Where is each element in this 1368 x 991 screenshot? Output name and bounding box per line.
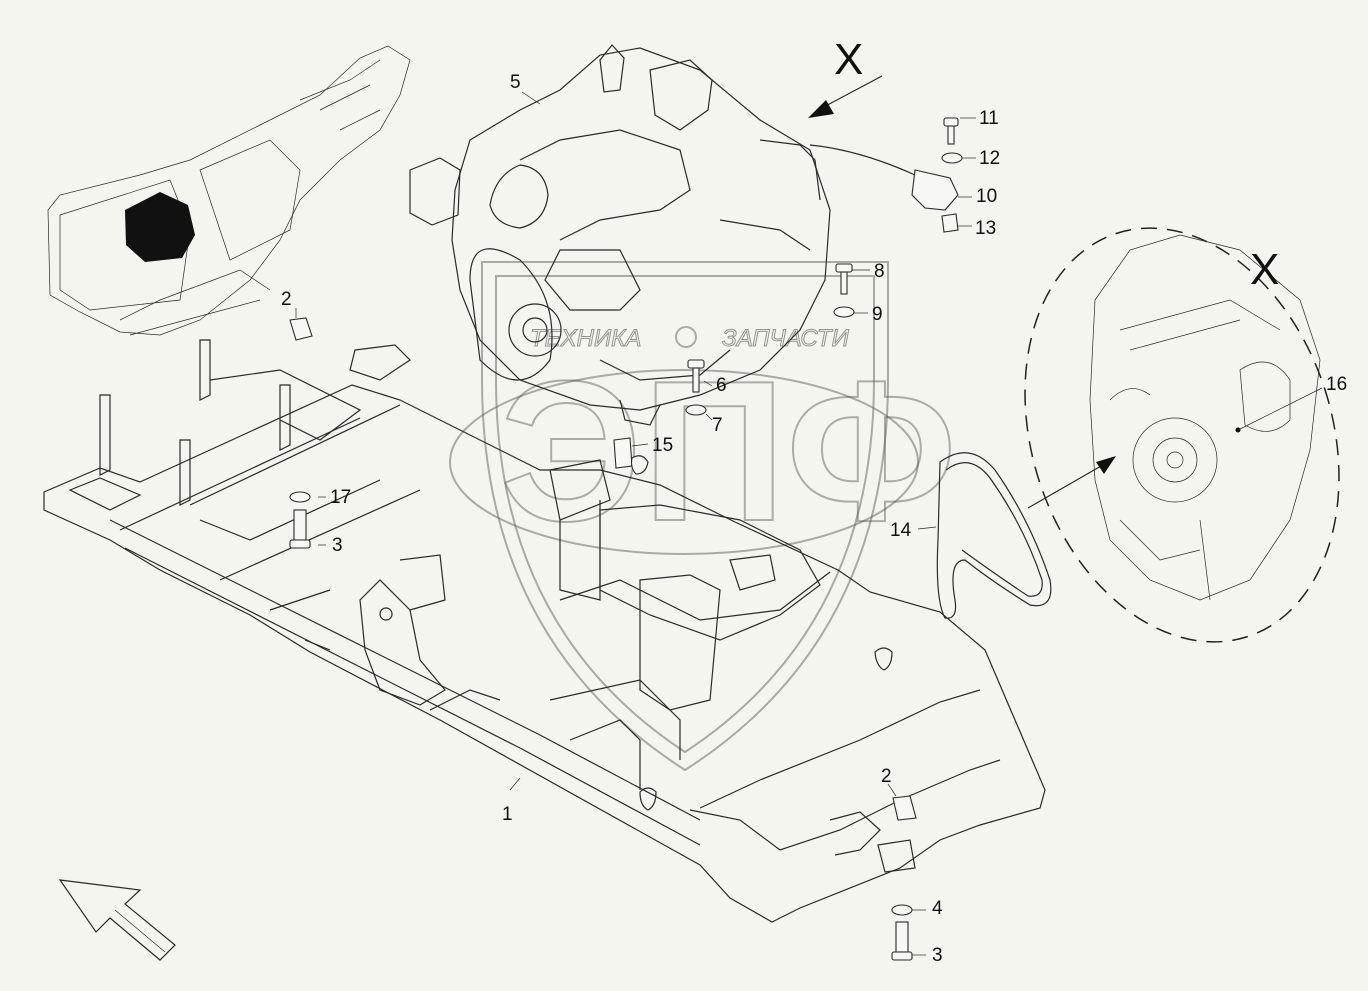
callout-4: 4	[932, 898, 943, 919]
callout-labels: 1 2 2 3 3 4 5 6 7 8 9 10 11 12 13 14 15 …	[281, 35, 1347, 966]
part-15-clip	[630, 455, 649, 475]
callout-9: 9	[872, 304, 883, 325]
callout-10: 10	[976, 186, 997, 207]
part-10-bracket	[911, 169, 959, 211]
watermark-left-text: ТЕХНИКА	[530, 325, 641, 352]
callout-15: 15	[652, 435, 673, 456]
main-frame	[43, 339, 1046, 923]
callout-13: 13	[975, 218, 996, 239]
callout-8: 8	[874, 261, 885, 282]
callout-12: 12	[979, 148, 1000, 169]
callout-14: 14	[890, 520, 912, 541]
part-6-bolt-shank	[692, 367, 700, 393]
callout-17: 17	[330, 487, 351, 508]
watermark-right-text: ЗАПЧАСТИ	[722, 325, 850, 352]
drive-belt	[936, 452, 1052, 619]
part-11-bolt-shank	[947, 125, 955, 145]
part-7-washer	[685, 404, 707, 416]
leader-lines	[295, 91, 1323, 956]
engine-assembly	[409, 44, 959, 426]
watermark: ЭПФ ТЕХНИКА ЗАПЧАСТИ	[449, 261, 958, 772]
part-8-bolt-head	[835, 263, 853, 273]
callout-3-bottom: 3	[932, 945, 943, 966]
part-13-nut	[941, 213, 959, 233]
part-3-bolt-bottom-head	[891, 951, 913, 961]
callout-3-top: 3	[332, 535, 343, 556]
part-8-bolt-shank	[840, 271, 848, 295]
gear-icon	[675, 326, 697, 348]
callout-2-top: 2	[281, 289, 292, 310]
callout-5: 5	[510, 72, 521, 93]
part-12-washer	[941, 152, 963, 164]
arrow-head-icon	[808, 100, 834, 118]
part-9-washer	[833, 306, 855, 318]
part-11-bolt-head	[943, 117, 959, 127]
detail-mark-x: X	[1250, 245, 1279, 294]
callout-1: 1	[502, 804, 513, 825]
detail-view-x	[1024, 227, 1340, 643]
callout-6: 6	[716, 375, 727, 396]
watermark-logo: ЭПФ	[500, 340, 957, 563]
part-2-mount-bottom	[892, 795, 917, 821]
callout-11: 11	[979, 108, 999, 129]
orientation-arrow-icon	[58, 879, 176, 961]
view-mark-x: X	[834, 35, 863, 84]
part-4-washer	[891, 904, 913, 916]
callout-16: 16	[1326, 374, 1347, 395]
part-6-bolt-head	[687, 359, 705, 369]
part-2-mount-top	[289, 317, 313, 341]
arrow-head-icon	[1096, 456, 1116, 474]
machine-locator-thumbnail	[47, 45, 411, 336]
callout-2-bottom: 2	[881, 766, 892, 787]
view-arrows	[58, 75, 1116, 961]
part-17-washer	[289, 491, 311, 503]
part-3-bolt-top	[293, 509, 307, 541]
part-15-fitting	[613, 437, 633, 469]
callout-7: 7	[712, 415, 723, 436]
fastener-parts	[289, 117, 963, 961]
part-3-bolt-top-head	[289, 539, 311, 549]
part-3-bolt-bottom	[895, 921, 909, 953]
